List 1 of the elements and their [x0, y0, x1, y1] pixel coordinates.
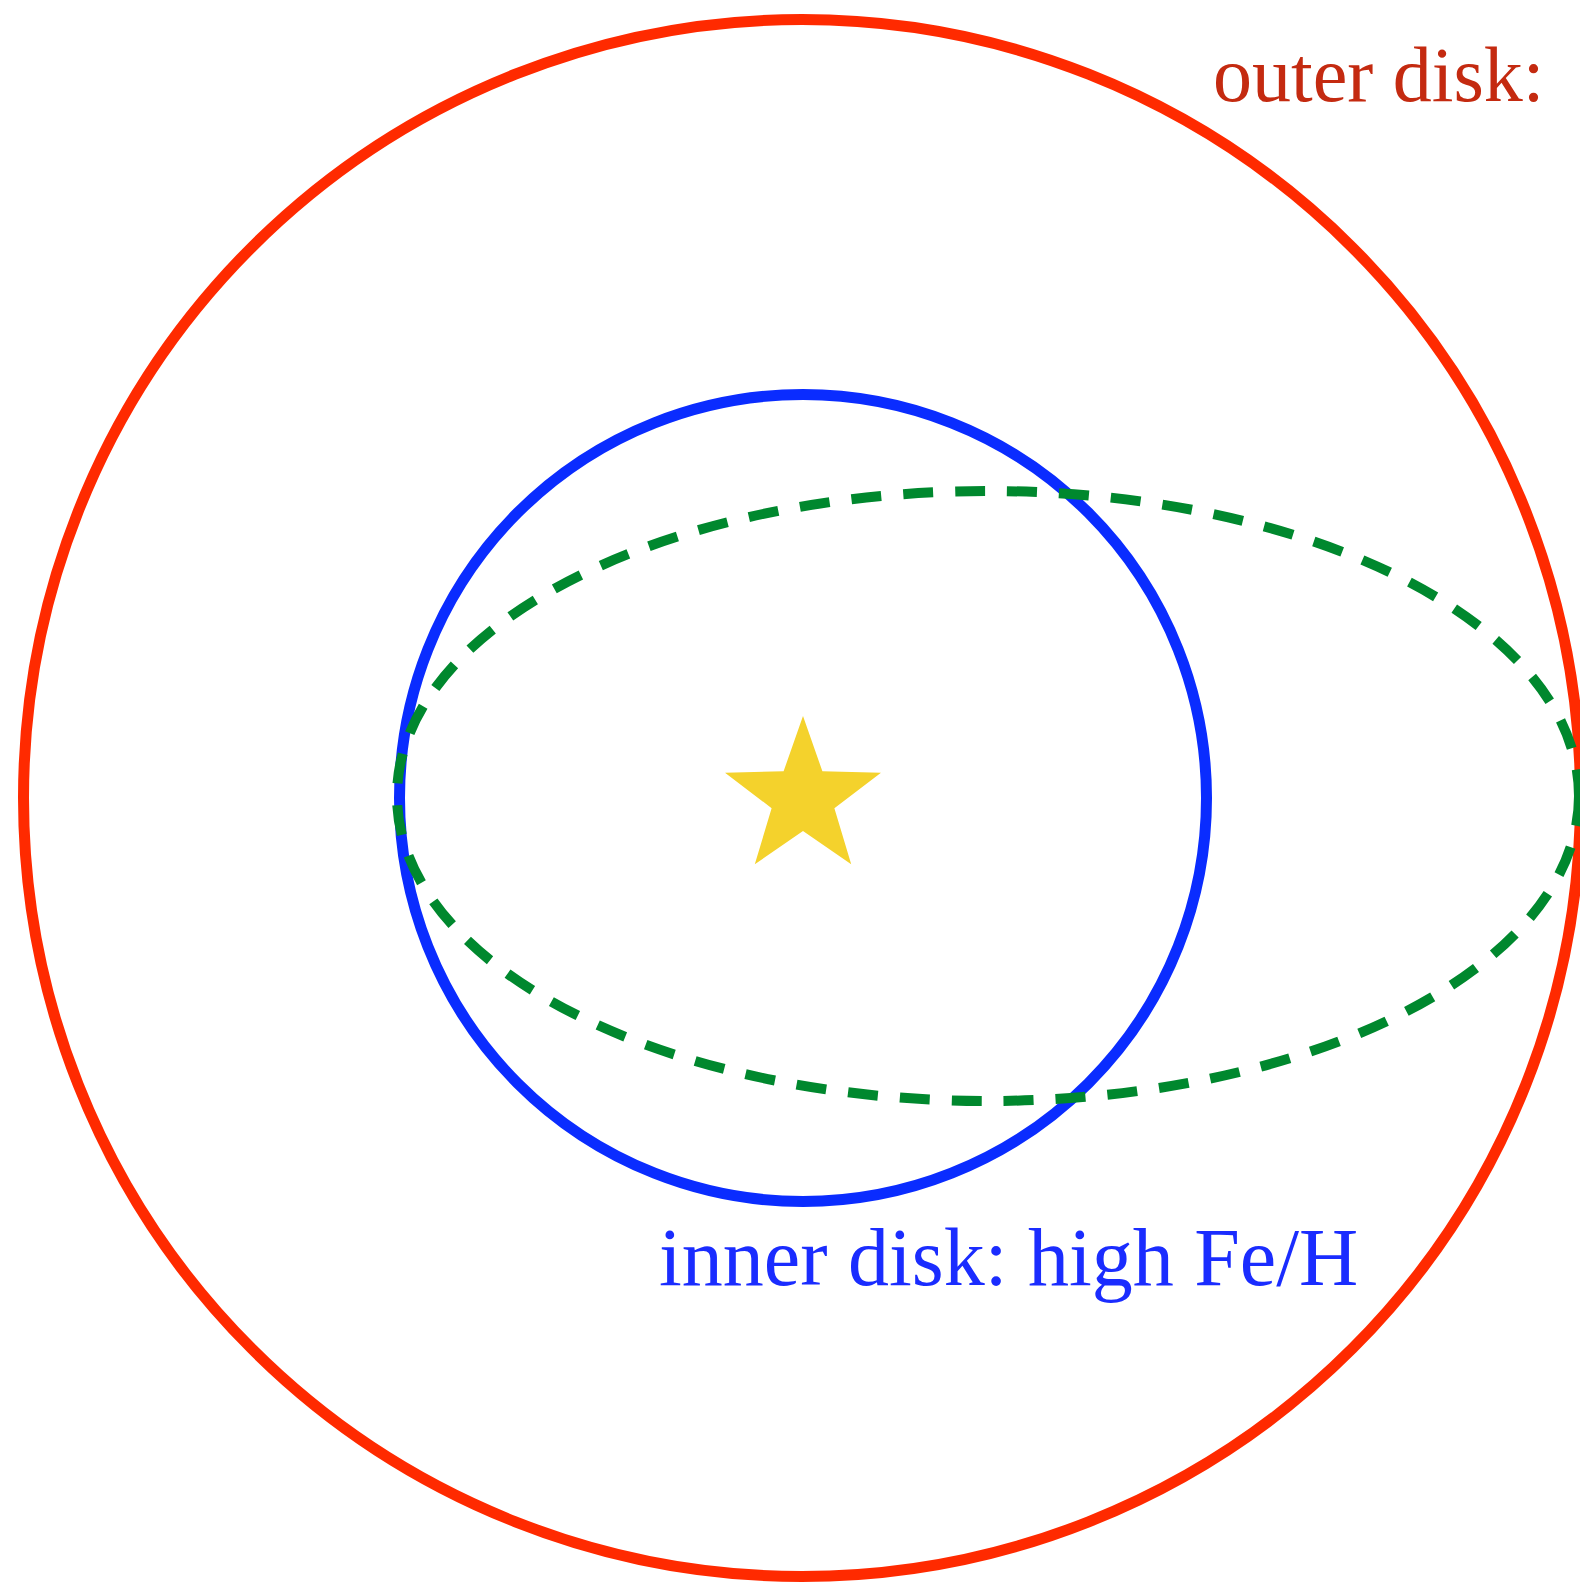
disk-label: outer disk: — [1213, 36, 1545, 114]
